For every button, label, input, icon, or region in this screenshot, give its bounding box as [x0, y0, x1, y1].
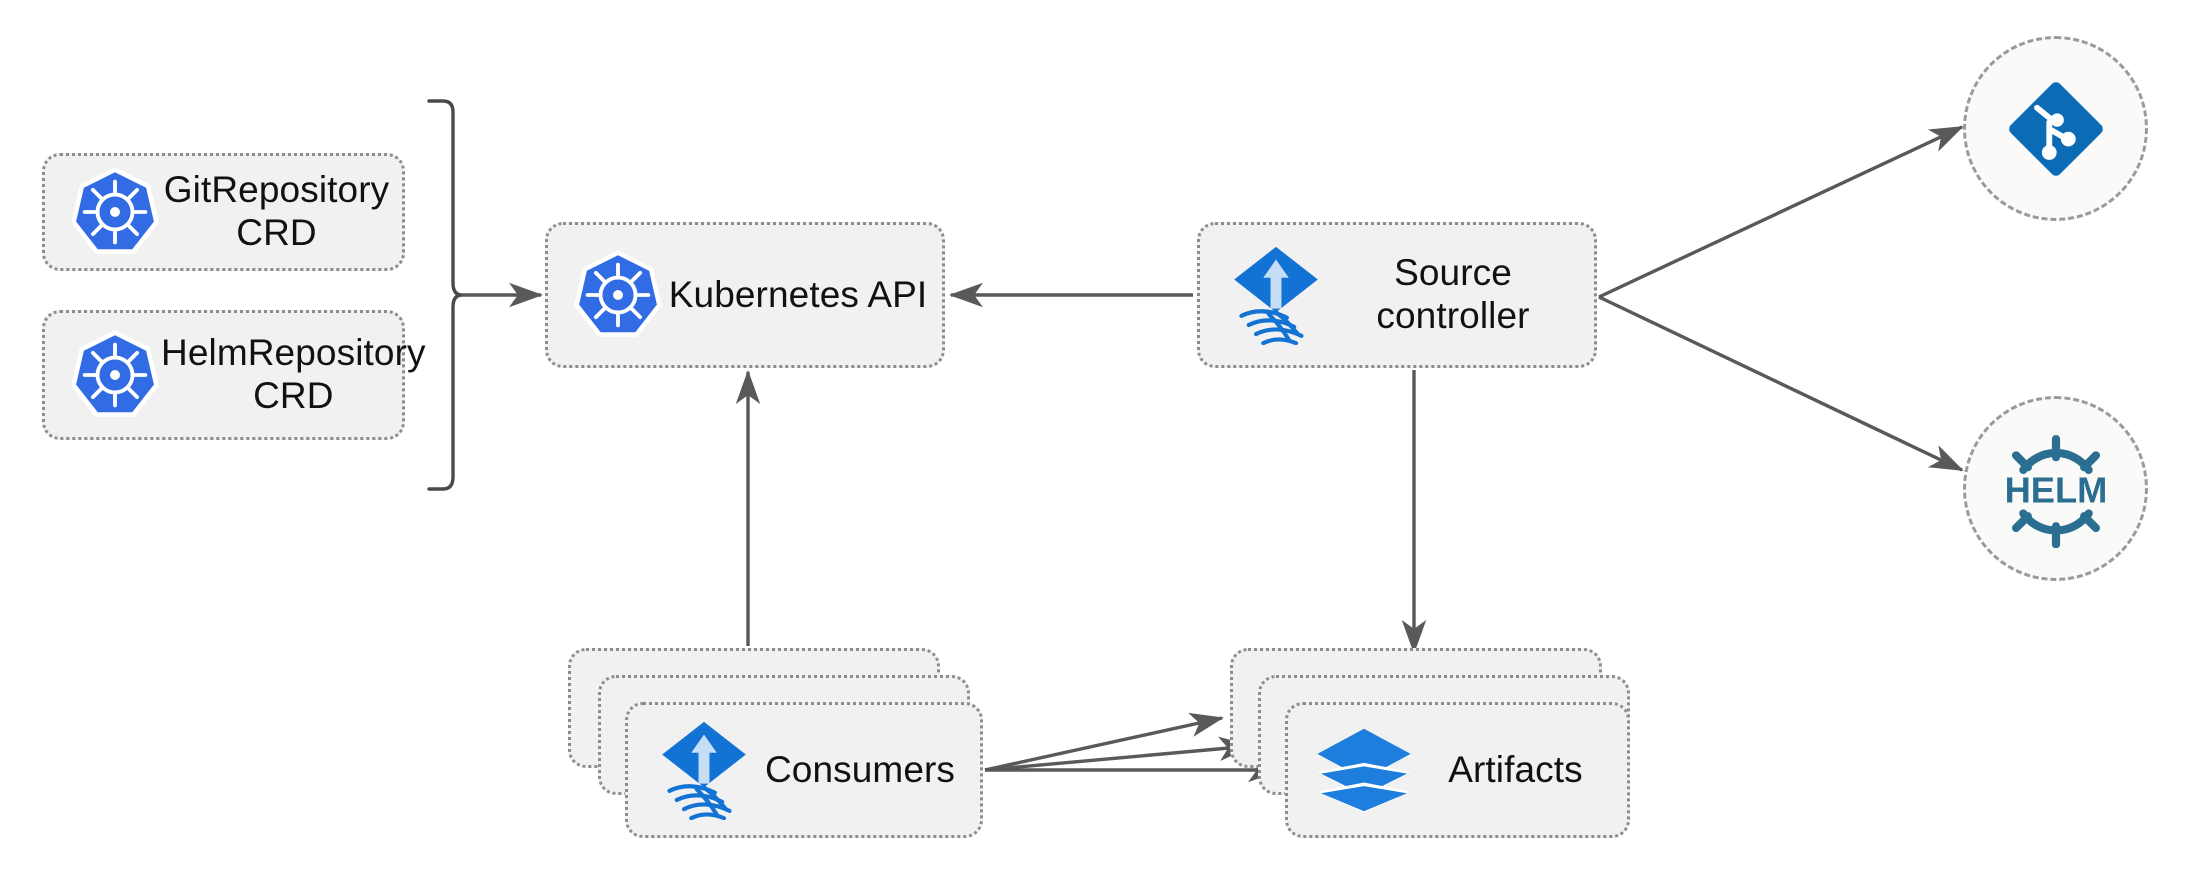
node-label: GitRepository CRD [163, 169, 390, 253]
node-label: Artifacts [1448, 748, 1583, 790]
crd-bracket [427, 99, 463, 491]
helm-icon: HELM [1992, 430, 2120, 548]
node-label: Consumers [764, 748, 956, 790]
node-label: Source controller [1376, 252, 1530, 336]
node-helm-source[interactable]: HELM [1963, 396, 2148, 581]
edge-source-controller-to-git [1598, 125, 1964, 299]
kubernetes-icon [572, 249, 664, 341]
git-icon [2000, 73, 2112, 185]
helm-wordmark: HELM [2004, 469, 2107, 510]
edge-consumers-to-artifacts-2 [984, 736, 1254, 772]
node-gitrepository-crd[interactable]: GitRepository CRD [42, 153, 405, 271]
flux-icon [1230, 245, 1322, 345]
node-source-controller[interactable]: Source controller [1197, 222, 1597, 368]
layers-icon [1314, 727, 1414, 813]
node-git-source[interactable] [1963, 36, 2148, 221]
node-label: Kubernetes API [668, 273, 928, 315]
node-helmrepository-crd[interactable]: HelmRepository CRD [42, 310, 425, 440]
edge-source-controller-to-helm [1598, 295, 1964, 472]
edge-consumers-to-artifacts-1 [984, 712, 1224, 772]
node-artifacts[interactable]: Artifacts [1285, 702, 1630, 838]
flux-icon [658, 720, 750, 820]
kubernetes-icon [69, 166, 161, 258]
node-consumers[interactable]: Consumers [625, 702, 983, 838]
kubernetes-icon [69, 329, 161, 421]
node-label: HelmRepository CRD [161, 332, 426, 416]
node-kubernetes-api[interactable]: Kubernetes API [545, 222, 945, 368]
